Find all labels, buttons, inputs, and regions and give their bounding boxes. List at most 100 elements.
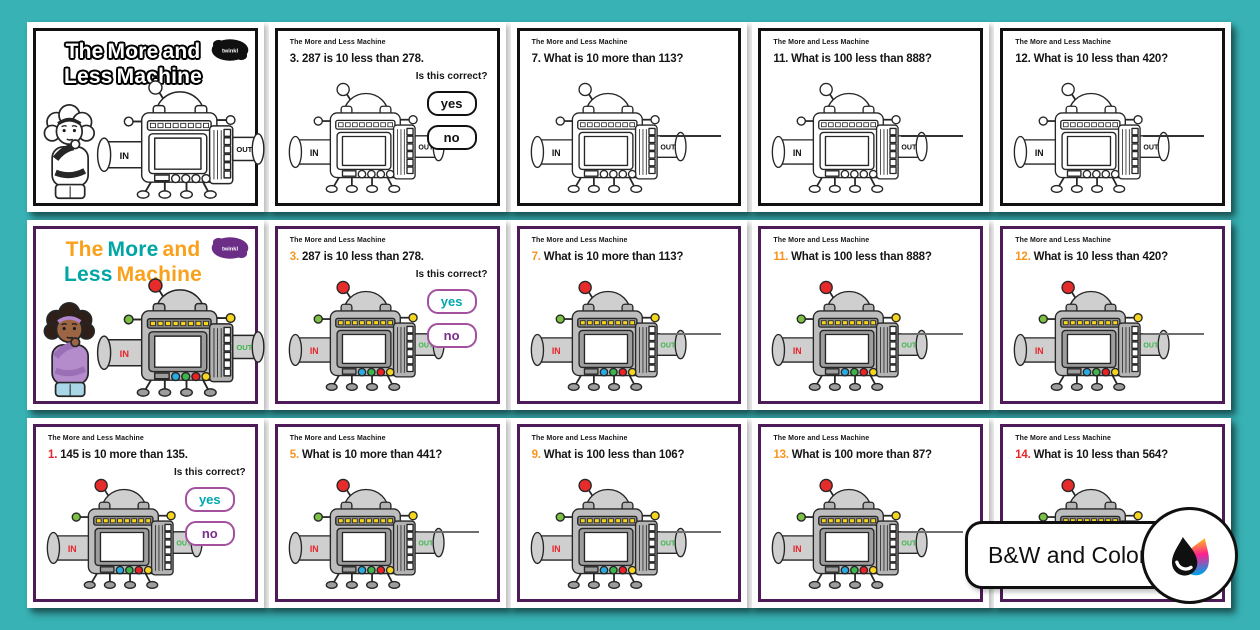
thinking-child-illustration xyxy=(41,294,101,398)
antenna-ball xyxy=(336,478,350,493)
question-text: What is 100 less than 106? xyxy=(543,449,685,461)
antenna-ball xyxy=(819,280,834,295)
right-knob xyxy=(408,115,418,125)
title-word: Less xyxy=(63,65,113,89)
card-border: The More and Less Machine 12.What is 10 … xyxy=(1000,28,1225,206)
green-button xyxy=(366,367,376,377)
green-button xyxy=(1092,367,1101,377)
machine-screen xyxy=(153,335,202,368)
right-knob xyxy=(891,511,902,521)
machine-screen xyxy=(825,531,870,563)
machine-screen xyxy=(583,333,628,365)
more-less-machine-illustration: IN OUT xyxy=(46,478,203,589)
machine-screen xyxy=(825,135,870,167)
in-label: IN xyxy=(793,544,802,554)
question-text: 287 is 10 less than 278. xyxy=(302,53,424,65)
question-number: 5. xyxy=(289,449,299,461)
left-knob xyxy=(313,512,323,522)
yes-option: yes xyxy=(426,91,477,116)
more-less-machine-illustration: IN OUT xyxy=(1013,82,1170,193)
card-border: The More and Less Machine 13.What is 100… xyxy=(758,424,984,602)
more-less-machine-illustration: IN OUT xyxy=(288,280,445,391)
red-button xyxy=(191,371,201,382)
task-card: The More and Less Machine 12.What is 10 … xyxy=(994,22,1231,212)
task-card: The More and Less Machine 9.What is 100 … xyxy=(510,418,748,608)
task-card: The More and Less Machine 5.What is 10 m… xyxy=(268,418,506,608)
question-number: 11. xyxy=(773,53,789,65)
out-label: OUT xyxy=(902,342,918,349)
in-label: IN xyxy=(120,348,130,359)
question-text: 287 is 10 less than 278. xyxy=(302,251,424,263)
is-this-correct-prompt: Is this correct? xyxy=(173,467,246,478)
more-less-machine-illustration: IN OUT xyxy=(288,478,445,589)
antenna-ball xyxy=(94,478,108,493)
more-less-machine-illustration: IN OUT xyxy=(96,80,265,199)
blue-button xyxy=(840,565,850,575)
droplet-highlight xyxy=(1175,560,1193,571)
question-number: 11. xyxy=(773,251,789,263)
green-button xyxy=(608,169,618,179)
in-label: IN xyxy=(793,346,802,356)
left-knob xyxy=(796,116,807,126)
red-button xyxy=(376,367,385,377)
card-border: The More and Less Machine 3.287 is 10 le… xyxy=(274,28,500,206)
task-card: The More and Less Machine 11.What is 100… xyxy=(752,220,990,410)
question-text-row: 12.What is 10 less than 420? xyxy=(1015,251,1214,263)
machine-foot xyxy=(809,382,822,391)
red-button xyxy=(859,367,869,377)
thinking-child-illustration xyxy=(41,96,101,200)
machine-foot xyxy=(83,580,96,589)
machine-screen xyxy=(153,137,202,170)
red-button xyxy=(134,565,144,575)
machine-foot xyxy=(136,190,150,199)
left-knob xyxy=(796,512,807,522)
card-border: The More and Less Machine 3.287 is 10 le… xyxy=(274,226,500,404)
machine-foot xyxy=(136,388,150,397)
card-brand-header: The More and Less Machine xyxy=(1015,39,1112,46)
title-word: and xyxy=(162,40,201,63)
card-brand-header: The More and Less Machine xyxy=(289,39,386,46)
red-button xyxy=(618,169,627,179)
out-label: OUT xyxy=(418,144,434,151)
yellow-button xyxy=(201,173,211,184)
yellow-button xyxy=(385,169,395,179)
yellow-button xyxy=(627,565,637,575)
ink-drop-icon xyxy=(1141,507,1238,604)
yellow-button xyxy=(385,565,395,575)
question-text-row: 12.What is 10 less than 420? xyxy=(1015,53,1214,65)
machine-foot xyxy=(325,184,338,193)
card-brand-header: The More and Less Machine xyxy=(289,237,386,244)
question-text-row: 11.What is 100 less than 888? xyxy=(773,251,972,263)
out-label: OUT xyxy=(660,144,676,151)
answer-line xyxy=(1143,135,1205,137)
out-label: OUT xyxy=(236,145,252,154)
card-border: The More and Less Machine 7.What is 10 m… xyxy=(516,28,742,206)
in-label: IN xyxy=(120,150,130,161)
antenna-ball xyxy=(578,280,592,295)
task-card: The More and Less Machine 3.287 is 10 le… xyxy=(268,220,506,410)
question-text: What is 100 less than 888? xyxy=(791,53,932,65)
more-less-machine-illustration: IN OUT xyxy=(530,478,687,589)
left-knob xyxy=(555,116,565,126)
antenna-ball xyxy=(1061,82,1076,97)
in-label: IN xyxy=(1035,346,1044,356)
antenna-ball xyxy=(578,82,592,97)
blue-button xyxy=(1082,169,1092,179)
machine-screen xyxy=(1066,135,1112,167)
green-button xyxy=(608,565,618,575)
title-word: and xyxy=(162,238,201,261)
blue-button xyxy=(1082,367,1092,377)
question-number: 13. xyxy=(773,449,789,461)
left-knob xyxy=(123,314,134,325)
question-text-row: 11.What is 100 less than 888? xyxy=(773,53,972,65)
machine-foot xyxy=(325,382,338,391)
title-word: The xyxy=(65,40,104,63)
red-button xyxy=(376,565,385,575)
more-less-machine-illustration: IN OUT xyxy=(772,280,929,391)
task-card: The More and Less Machine 11.What is 100… xyxy=(752,22,990,212)
right-knob xyxy=(649,115,660,125)
